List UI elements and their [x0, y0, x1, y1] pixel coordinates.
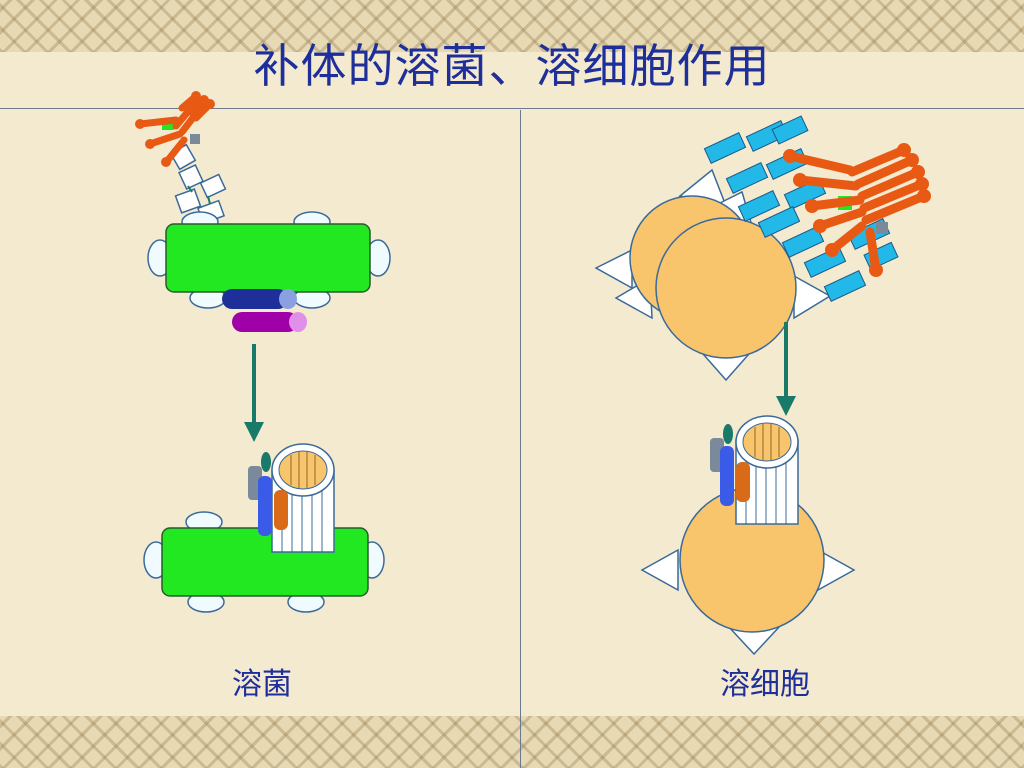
title-divider [0, 108, 1024, 109]
top-decorative-border [0, 0, 1024, 52]
bottom-decorative-border [0, 716, 1024, 768]
slide-title: 补体的溶菌、溶细胞作用 [253, 39, 771, 93]
complement-cylinders [222, 289, 307, 332]
left-membrane-attack-complex [248, 443, 335, 553]
left-antibody-complement-complex [135, 91, 227, 225]
cytolysis-caption: 溶细胞 [720, 667, 810, 702]
bacteriolysis-caption: 溶菌 [232, 667, 292, 702]
right-membrane-attack-complex [710, 415, 799, 525]
panel-divider [520, 110, 521, 768]
bacterium-before [147, 211, 391, 309]
right-complement-complex [783, 143, 931, 277]
target-cell-before [594, 168, 832, 382]
